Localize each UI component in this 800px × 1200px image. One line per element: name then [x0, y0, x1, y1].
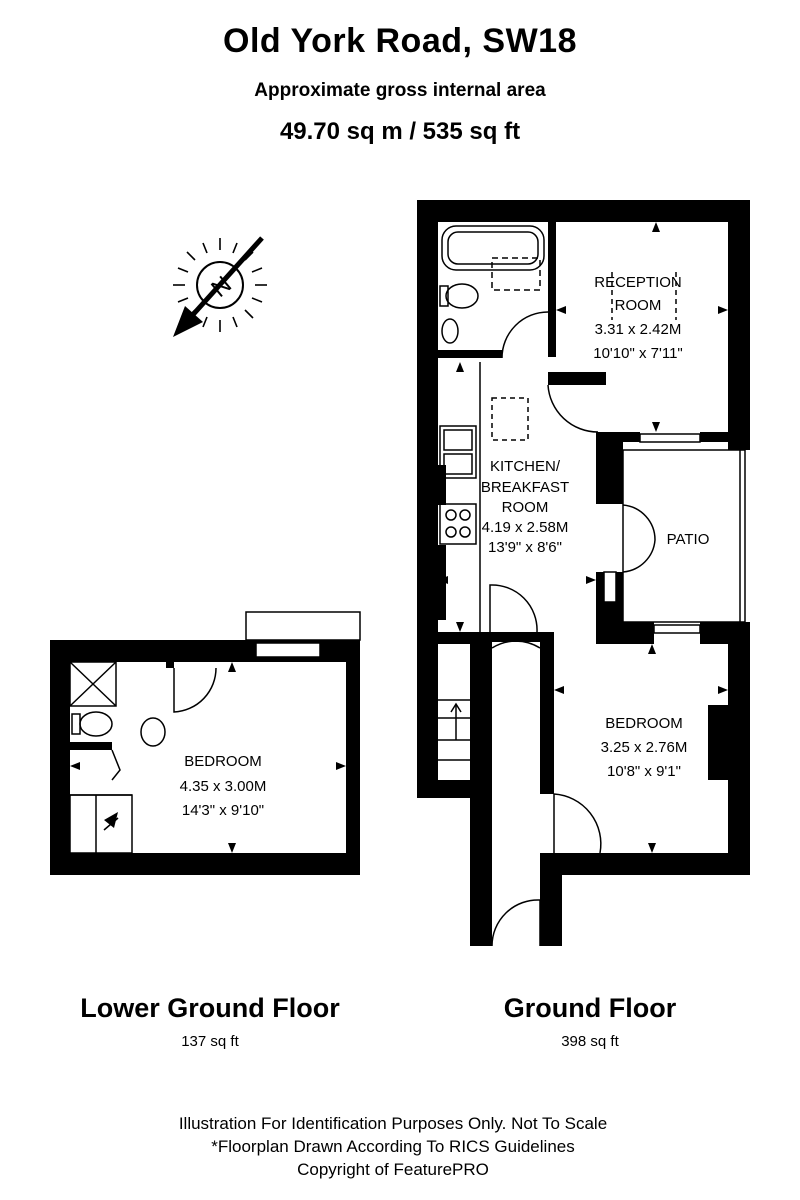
disclaimer: Illustration For Identification Purposes… — [0, 1112, 786, 1181]
ground-bedroom-metric: 3.25 x 2.76M — [601, 739, 688, 756]
lower-ground-floor-plan: BEDROOM 4.35 x 3.00M 14'3" x 9'10" — [50, 611, 361, 875]
ground-dimension-markers — [438, 222, 728, 853]
patio-outline — [622, 449, 746, 623]
disclaimer-line-1: Illustration For Identification Purposes… — [178, 1114, 608, 1133]
total-area: 49.70 sq m / 535 sq ft — [279, 118, 521, 145]
kitchen-name: KITCHEN/ — [490, 458, 561, 475]
ground-floor-walls — [417, 200, 750, 946]
compass-needle — [188, 236, 264, 320]
ground-floor-title: Ground Floor — [503, 993, 677, 1023]
kitchen-name-3: ROOM — [502, 499, 549, 516]
ground-bedroom-imperial: 10'8" x 9'1" — [607, 763, 681, 780]
lower-ground-window — [255, 642, 321, 658]
ground-floor-area: 398 sq ft — [561, 1033, 619, 1050]
area-caption: Approximate gross internal area — [254, 80, 546, 101]
kitchen-fixtures — [439, 362, 656, 649]
disclaimer-line-2: *Floorplan Drawn According To RICS Guide… — [211, 1137, 575, 1156]
compass-rays — [173, 238, 267, 332]
compass-arrowhead — [173, 306, 203, 337]
reception-name-2: ROOM — [615, 297, 662, 314]
lower-ground-dimension-markers — [70, 662, 346, 853]
lower-bedroom-name: BEDROOM — [184, 753, 262, 770]
copyright: Copyright of FeaturePRO — [297, 1160, 489, 1179]
compass-rose: N — [173, 236, 267, 337]
lower-bedroom-imperial: 14'3" x 9'10" — [182, 802, 264, 819]
reception-metric: 3.31 x 2.42M — [595, 321, 682, 338]
plan-title: Old York Road, SW18 — [223, 22, 577, 60]
ground-staircase — [438, 699, 470, 794]
patio-name: PATIO — [667, 531, 710, 548]
bathroom-fixtures — [439, 225, 549, 359]
kitchen-name-2: BREAKFAST — [481, 479, 569, 496]
kitchen-metric: 4.19 x 2.58M — [482, 519, 569, 536]
ground-floor-windows — [603, 433, 701, 634]
reception-imperial: 10'10" x 7'11" — [593, 345, 683, 362]
ground-doors — [491, 793, 602, 947]
lower-bedroom-metric: 4.35 x 3.00M — [180, 778, 267, 795]
ground-bedroom-name: BEDROOM — [605, 715, 683, 732]
kitchen-imperial: 13'9" x 8'6" — [488, 539, 562, 556]
lower-ground-floor-title: Lower Ground Floor — [80, 993, 340, 1023]
reception-name: RECEPTION — [594, 274, 682, 291]
lower-ground-floor-area: 137 sq ft — [181, 1033, 239, 1050]
ground-floor-plan: RECEPTION ROOM 3.31 x 2.42M 10'10" x 7'1… — [417, 200, 750, 947]
